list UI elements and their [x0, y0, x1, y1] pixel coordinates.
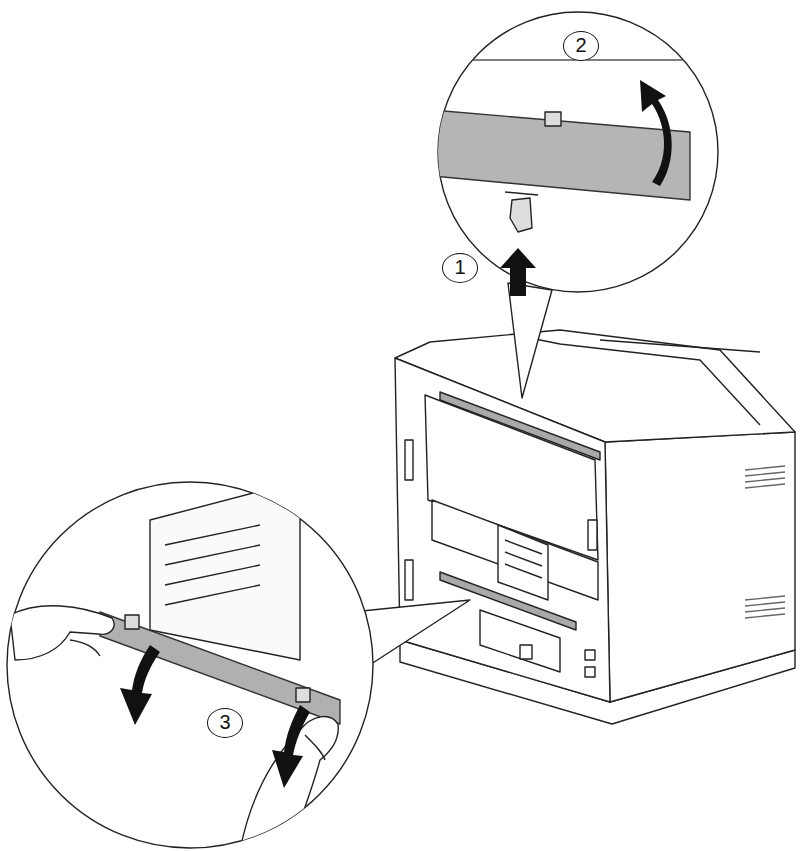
callout-number: 1: [442, 253, 478, 283]
callout-number: 2: [563, 31, 599, 61]
callout-number: 3: [207, 708, 243, 738]
